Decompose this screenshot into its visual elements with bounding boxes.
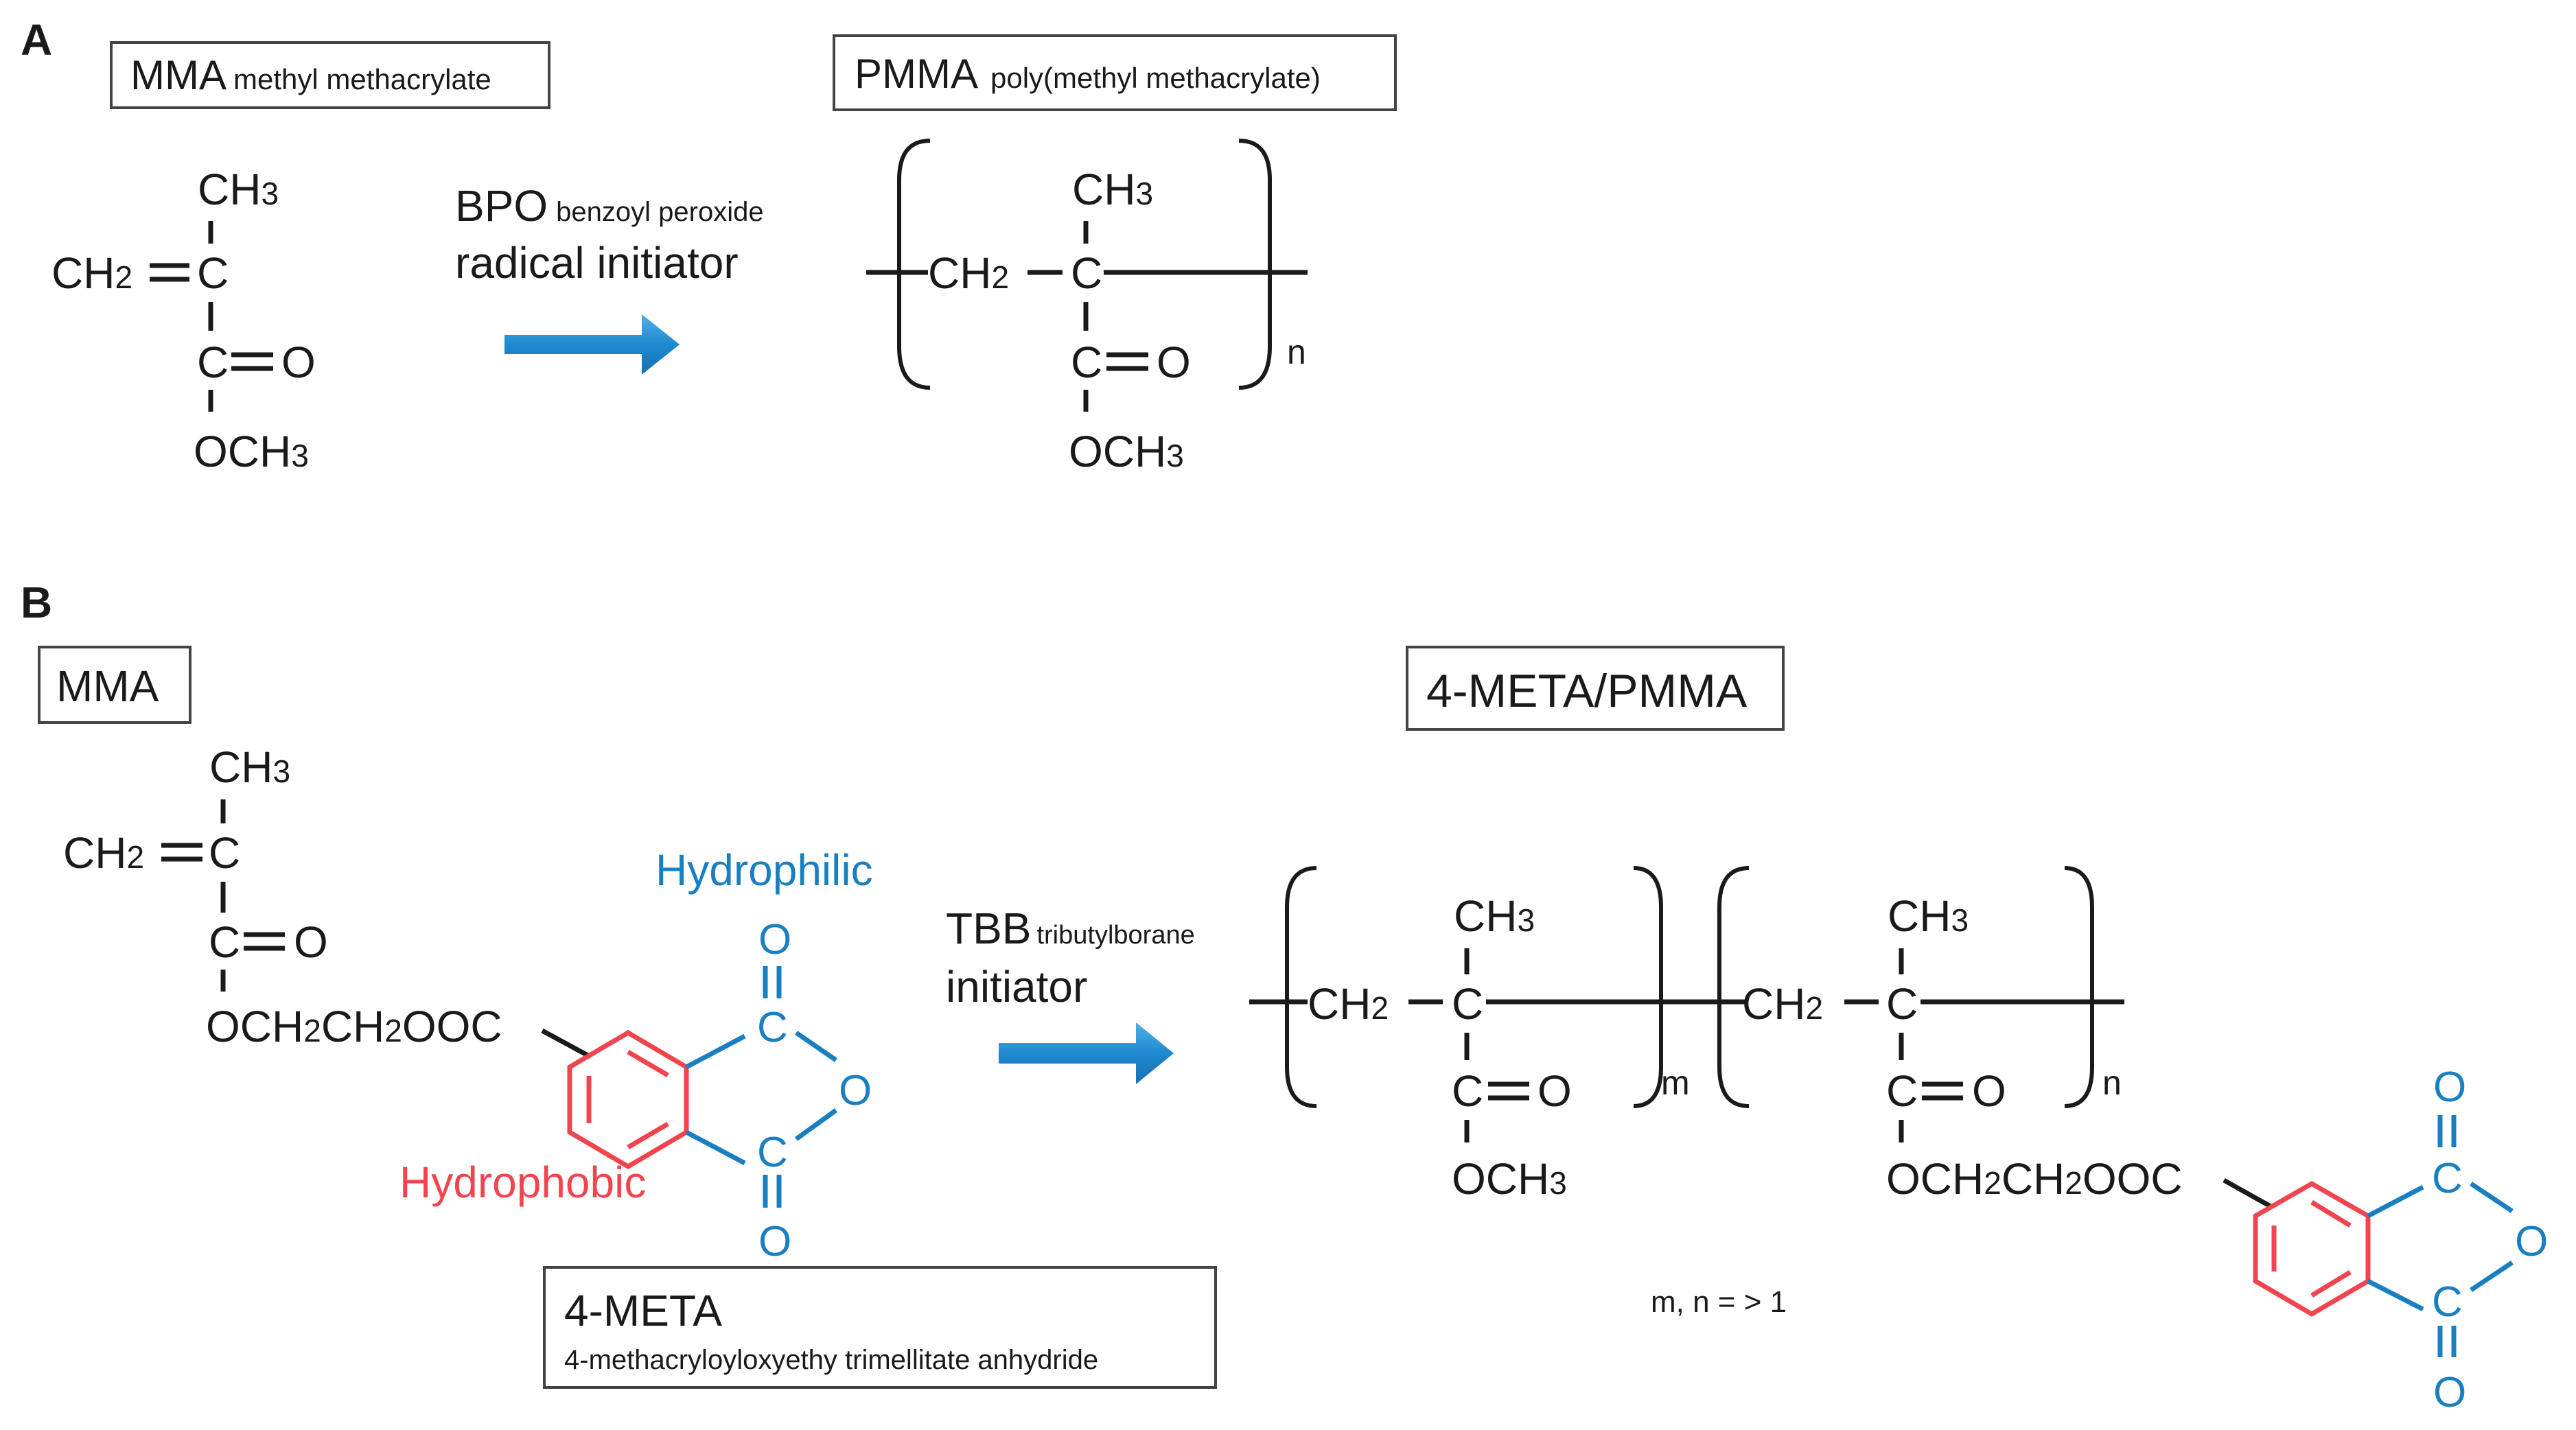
- tbb-role: initiator: [946, 962, 1087, 1011]
- monomer-o: O: [281, 338, 316, 387]
- copolymer-structure: CH2 C CH3 C O OCH3 m CH2 C CH3 C: [1249, 866, 2183, 1204]
- tbb-name: TBB: [946, 904, 1031, 953]
- mma-subtitle: methyl methacrylate: [233, 63, 491, 95]
- repeat-n: n: [2102, 1064, 2122, 1102]
- svg-text:C: C: [1886, 1066, 1918, 1116]
- svg-text:C: C: [209, 828, 240, 878]
- product-title: 4-META/PMMA: [1426, 665, 1748, 717]
- monomer-ch2: CH2: [51, 248, 132, 298]
- mma-b-ester-chain: OCH2CH2OOC: [206, 1002, 502, 1051]
- pmma-ch3: CH3: [1072, 165, 1153, 214]
- monomer-c: C: [197, 248, 229, 298]
- svg-text:CH2: CH2: [1742, 979, 1823, 1029]
- svg-text:C: C: [1452, 979, 1483, 1029]
- hydrophobic-label: Hydrophobic: [399, 1158, 646, 1207]
- pmma-och3: OCH3: [1069, 427, 1184, 476]
- monomer-co-c: C: [197, 338, 229, 387]
- svg-text:OCH3: OCH3: [1452, 1154, 1567, 1204]
- bpo-full-name: benzoyl peroxide: [556, 197, 763, 227]
- svg-text:O: O: [2515, 1218, 2548, 1265]
- product-label-box: 4-META/PMMA: [1406, 646, 1785, 731]
- bpo-initiator-label: BPO benzoyl peroxide radical initiator: [455, 181, 764, 288]
- reaction-arrow-b: [999, 1022, 1174, 1084]
- repeat-condition: m, n = > 1: [1651, 1285, 1787, 1319]
- svg-text:CH3: CH3: [1888, 891, 1969, 941]
- copolymer-aromatic-ring: [2223, 1177, 2371, 1317]
- meta-aromatic-ring: [541, 1028, 689, 1170]
- svg-text:C: C: [2432, 1155, 2463, 1202]
- svg-text:O: O: [2433, 1064, 2466, 1111]
- bpo-name: BPO: [455, 181, 548, 231]
- meta-label-box: 4-META 4-methacryloyloxyethy trimellitat…: [543, 1266, 1217, 1389]
- svg-text:CH2: CH2: [63, 828, 144, 878]
- svg-text:C: C: [757, 1004, 788, 1051]
- mma-b-title: MMA: [56, 661, 159, 711]
- copolymer-ester-chain: OCH2CH2OOC: [1886, 1154, 2183, 1204]
- svg-text:C: C: [1452, 1066, 1483, 1116]
- svg-text:O: O: [758, 1218, 791, 1265]
- svg-text:CH3: CH3: [209, 742, 290, 792]
- reaction-arrow-a: [504, 314, 680, 375]
- tbb-full-name: tributylborane: [1036, 921, 1194, 950]
- pmma-ch2: CH2: [928, 248, 1009, 298]
- svg-text:O: O: [294, 917, 328, 967]
- svg-text:C: C: [209, 917, 240, 967]
- hydrophilic-label: Hydrophilic: [655, 845, 873, 895]
- pmma-subtitle: poly(methyl methacrylate): [990, 62, 1321, 94]
- copolymer-anhydride-group: O C O C O: [2367, 1064, 2548, 1416]
- meta-title: 4-META: [564, 1286, 722, 1335]
- mma-title: MMA: [130, 52, 227, 98]
- svg-text:C: C: [1886, 979, 1918, 1029]
- panel-a-label: A: [21, 15, 52, 65]
- repeat-m: m: [1661, 1064, 1690, 1102]
- svg-text:CH2: CH2: [1308, 979, 1389, 1029]
- svg-text:C: C: [2432, 1278, 2463, 1326]
- svg-text:O: O: [1538, 1066, 1572, 1116]
- svg-text:O: O: [1972, 1066, 2006, 1116]
- svg-text:CH3: CH3: [1454, 891, 1535, 941]
- bpo-role: radical initiator: [455, 238, 739, 288]
- mma-label-box-b: MMA: [38, 646, 192, 724]
- monomer-ch3: CH3: [198, 165, 279, 214]
- svg-text:O: O: [2433, 1369, 2466, 1416]
- pmma-repeat-n: n: [1287, 333, 1306, 371]
- panel-b: B MMA CH3 CH2 C C O OCH2CH2OOC: [21, 578, 2548, 1416]
- pmma-co-c: C: [1071, 338, 1102, 387]
- monomer-och3: OCH3: [194, 427, 309, 476]
- meta-subtitle: 4-methacryloyloxyethy trimellitate anhyd…: [564, 1345, 1098, 1375]
- pmma-title: PMMA: [855, 51, 978, 97]
- panel-b-label: B: [21, 578, 52, 627]
- mma-monomer-structure: CH3 CH2 C C O OCH3: [51, 165, 316, 476]
- meta-anhydride-group: O C O C O: [685, 916, 872, 1265]
- svg-text:O: O: [758, 916, 791, 963]
- pmma-label-box: PMMA poly(methyl methacrylate): [833, 34, 1397, 111]
- pmma-o: O: [1157, 338, 1191, 387]
- pmma-polymer-structure: CH2 C CH3 C O OCH3 n: [866, 139, 1308, 476]
- svg-text:O: O: [839, 1067, 872, 1114]
- svg-text:C: C: [757, 1129, 788, 1176]
- mma-b-structure: CH3 CH2 C C O OCH2CH2OOC: [63, 742, 502, 1051]
- pmma-c: C: [1071, 248, 1102, 298]
